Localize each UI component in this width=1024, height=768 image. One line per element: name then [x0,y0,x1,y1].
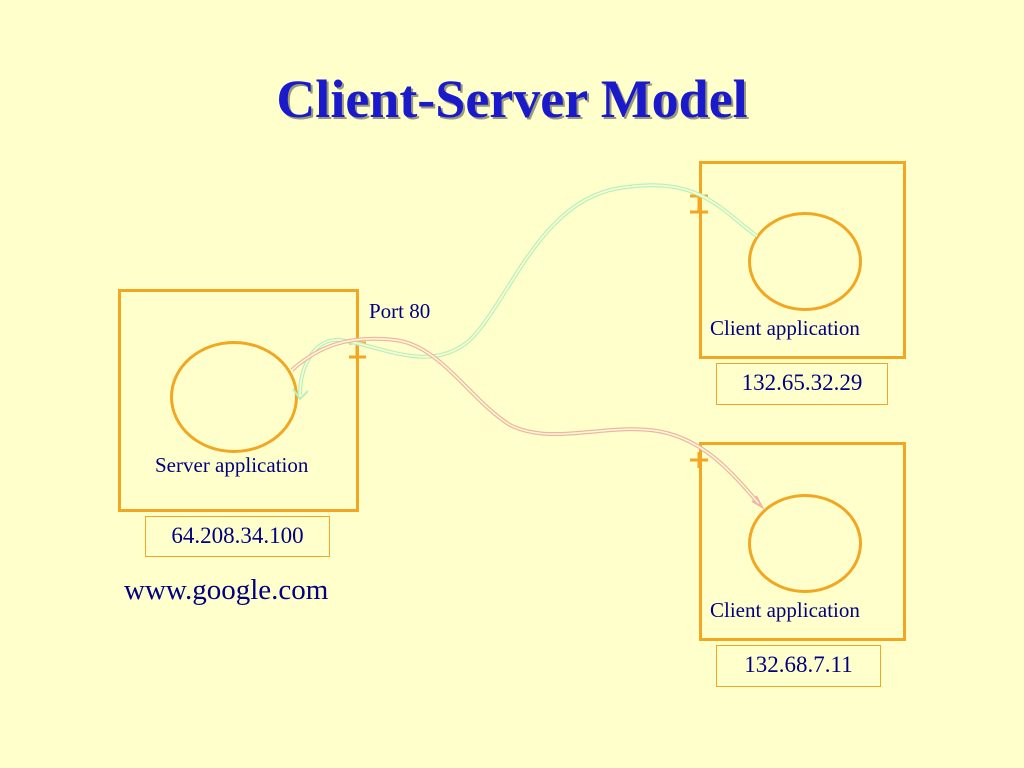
server-hostname: www.google.com [124,574,329,606]
client-application-label-2: Client application [710,598,860,622]
client-ip-box-1: 132.65.32.29 [716,363,888,405]
link-client1-server [292,183,759,401]
client-host-box-1 [699,161,906,359]
client-application-circle-1 [748,212,862,311]
port-label: Port 80 [369,299,431,323]
port-markers [349,193,708,468]
server-host-box [118,289,359,512]
server-application-circle [170,341,298,453]
server-ip-box: 64.208.34.100 [145,516,330,557]
client-application-circle-2 [748,494,862,593]
client-ip-box-2: 132.68.7.11 [716,645,881,687]
link-server-client2 [290,336,765,510]
client-application-label-1: Client application [710,316,860,340]
server-application-label: Server application [155,453,309,477]
slide-title: Client-Server Model [276,69,748,129]
client-host-box-2 [699,442,906,641]
client2-port-marker [690,452,708,468]
